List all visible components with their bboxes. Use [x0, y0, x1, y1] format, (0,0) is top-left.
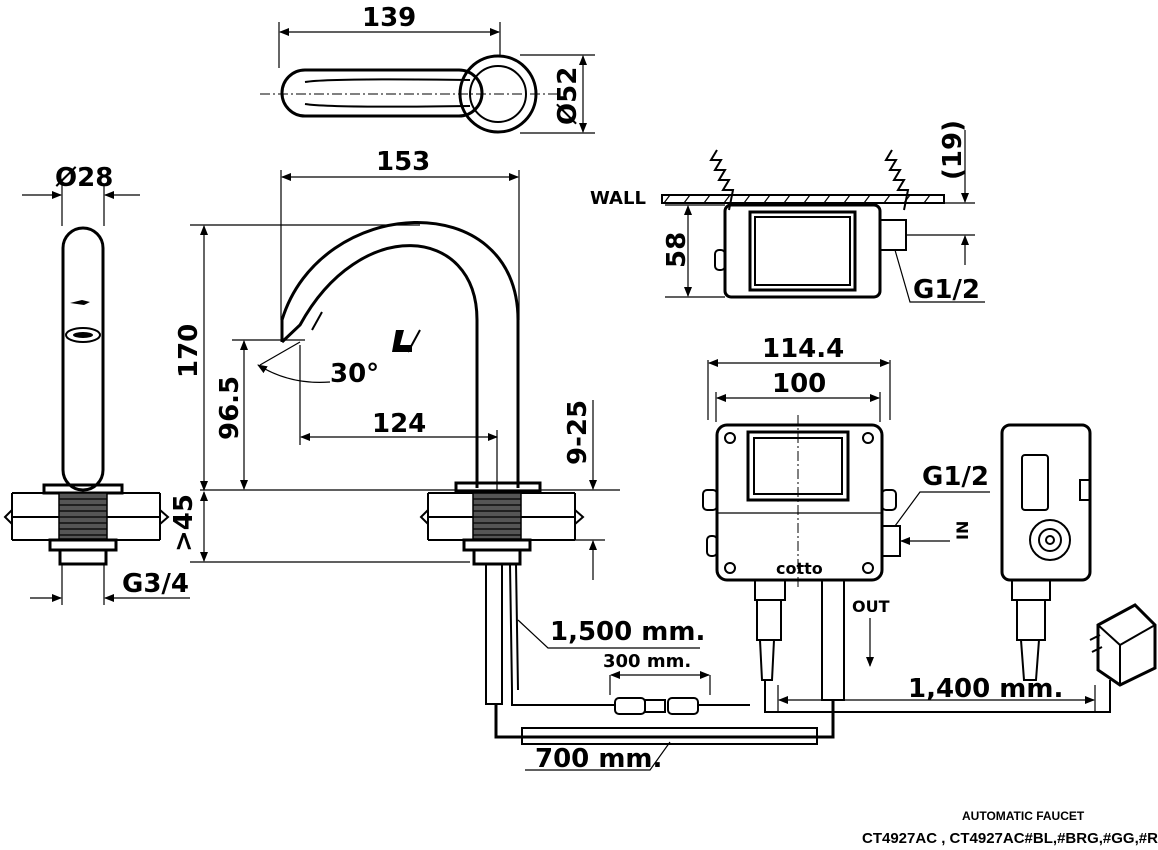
- dim-angle: 30°: [330, 359, 379, 389]
- front-view: [190, 170, 700, 705]
- side-view: [3, 184, 190, 605]
- dim-box-height: 58: [662, 232, 692, 268]
- brand-logo: cotto: [776, 559, 823, 578]
- module-side-view: [1000, 423, 1157, 687]
- dim-height-total: 170: [174, 324, 204, 378]
- label-inlet: IN: [953, 521, 972, 540]
- dim-inlet-thread: G3/4: [122, 569, 189, 599]
- label-wall: WALL: [590, 188, 646, 209]
- label-cable-adapter: 1,400 mm.: [908, 674, 1063, 704]
- top-view: [260, 22, 595, 134]
- dim-box-inner-width: 100: [772, 369, 826, 399]
- dim-deck-thickness: 9-25: [563, 400, 593, 465]
- dim-deck-depth: >45: [169, 494, 199, 552]
- dim-outlet-reach: 124: [372, 409, 426, 439]
- label-outlet: OUT: [852, 597, 890, 616]
- footer-title: AUTOMATIC FAUCET: [962, 809, 1085, 823]
- dim-box-outer-width: 114.4: [762, 334, 844, 364]
- dim-spout-reach: 153: [376, 147, 430, 177]
- dim-box-thread-side: G1/2: [922, 462, 989, 492]
- footer-models: CT4927AC , CT4927AC#BL,#BRG,#GG,#RG2: [862, 830, 1158, 847]
- label-cable-long: 1,500 mm.: [550, 617, 705, 647]
- dim-side-diameter: Ø28: [55, 163, 113, 193]
- dim-box-thread-top: G1/2: [913, 275, 980, 305]
- cables: [494, 671, 1111, 771]
- control-box: [702, 359, 990, 701]
- label-cable-short: 300 mm.: [603, 651, 691, 672]
- dim-top-length: 139: [362, 3, 416, 33]
- dim-height-outlet: 96.5: [215, 376, 245, 440]
- dim-wall-offset: (19): [938, 120, 968, 180]
- label-hose: 700 mm.: [535, 744, 662, 774]
- dim-top-diameter: Ø52: [553, 67, 583, 125]
- wall-box-view: [661, 130, 985, 303]
